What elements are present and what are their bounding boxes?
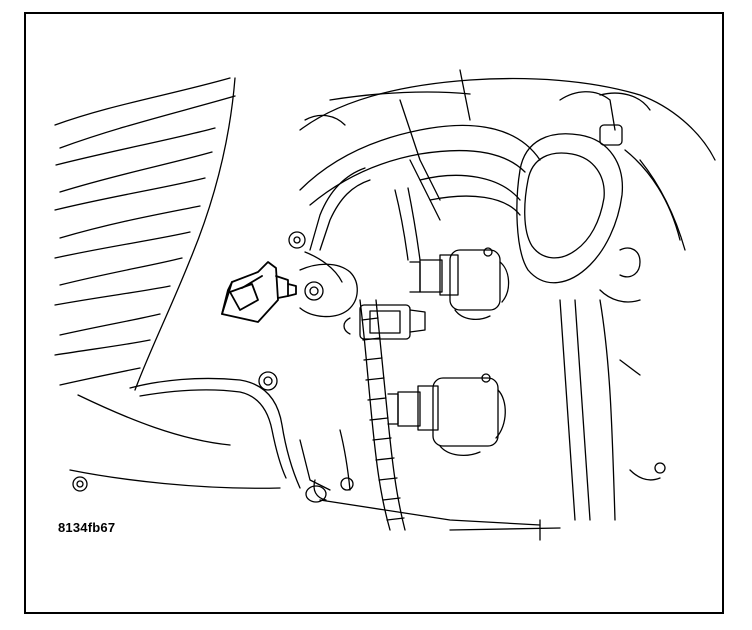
mounting-boss (288, 167, 371, 318)
mid-connector (343, 304, 426, 340)
intake-manifold (54, 77, 281, 489)
cylinder-head (299, 69, 716, 541)
sensor-component (221, 261, 297, 323)
wiring-harness (305, 159, 441, 531)
lower-coil-connector (387, 373, 506, 457)
manifold-lower-shell (72, 371, 301, 492)
figure-id-label: 8134fb67 (58, 520, 116, 535)
figure-frame (24, 12, 724, 614)
throttle-body (516, 91, 686, 303)
upper-coil-connector (409, 247, 510, 321)
right-fittings (619, 359, 666, 481)
